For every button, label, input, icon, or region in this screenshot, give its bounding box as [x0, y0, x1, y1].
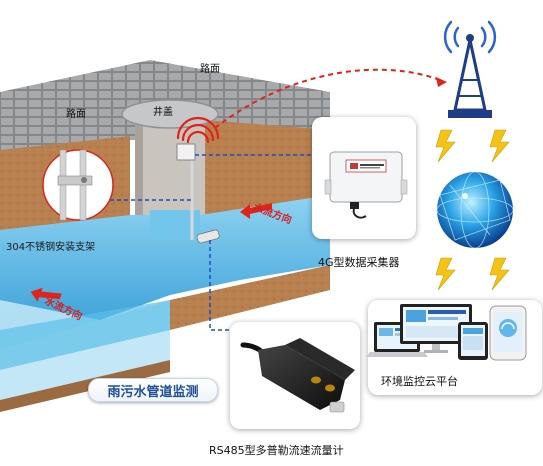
wifi-signal-icon	[176, 116, 220, 144]
flow-arrow-right	[240, 203, 272, 219]
cell-tower-icon	[443, 20, 497, 118]
manhole-cover	[121, 99, 219, 129]
label-platform: 环境监控云平台	[381, 375, 458, 388]
label-road-left: 路面	[66, 109, 86, 120]
globe-icon	[436, 171, 514, 249]
label-flowmeter: RS485型多普勒流速流量计	[209, 444, 344, 457]
phone-icon	[489, 305, 527, 361]
bracket-inset	[42, 149, 114, 221]
label-manhole-cover: 井盖	[153, 107, 173, 118]
underground-cross-section	[0, 60, 330, 412]
tablet-icon	[458, 322, 488, 360]
label-collector: 4G型数据采集器	[318, 256, 400, 269]
flow-arrow-left	[30, 287, 62, 302]
doppler-flowmeter-device	[240, 338, 355, 413]
lightning-icon	[435, 129, 510, 291]
data-collector-device	[324, 151, 408, 219]
pavement-front	[0, 110, 140, 150]
label-road-top: 路面	[200, 64, 220, 75]
monitoring-badge: 雨污水管道监测	[88, 378, 218, 402]
pipe-water	[0, 195, 330, 350]
level-sensor-box	[176, 143, 196, 161]
dashed-connectors	[96, 154, 313, 331]
label-bracket: 304不锈钢安装支架	[6, 242, 96, 253]
